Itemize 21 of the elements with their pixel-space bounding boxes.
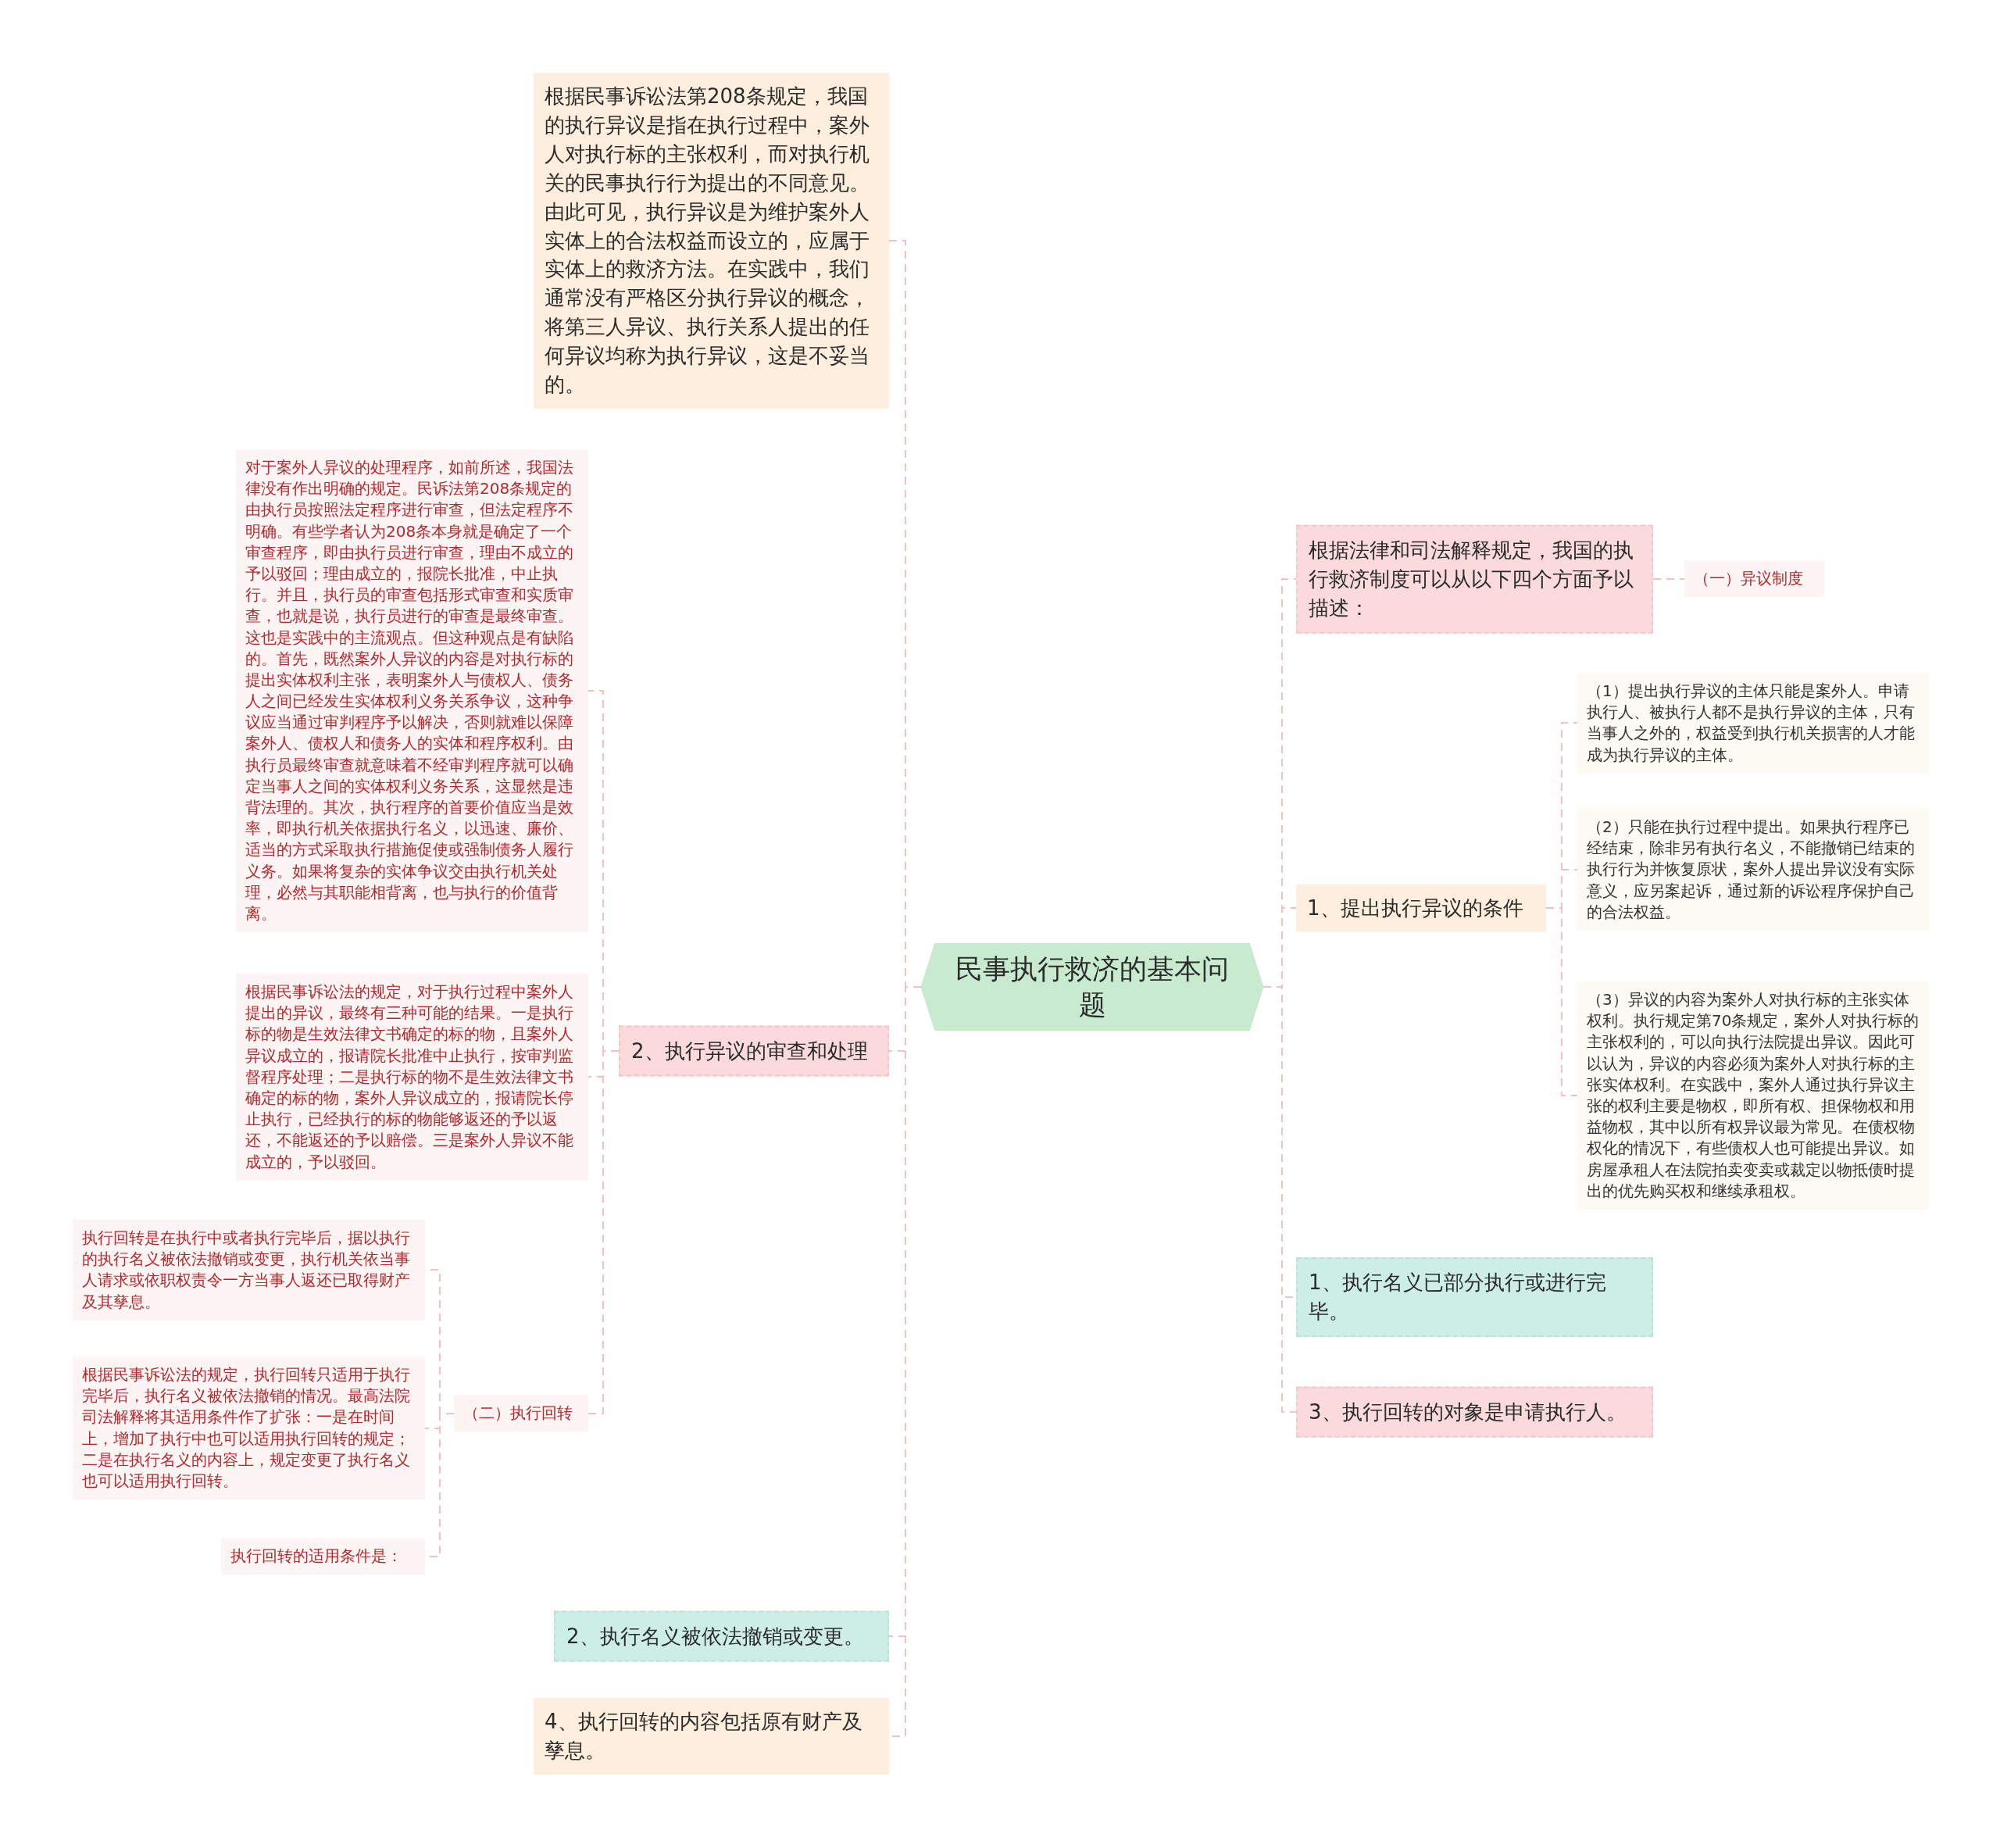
subtopic-box: （二）执行回转 [454, 1395, 588, 1432]
subtopic-box: （一）异议制度 [1684, 560, 1824, 598]
topic-box: 2、执行异议的审查和处理 [619, 1025, 889, 1077]
topic-box: 根据民事诉讼法第208条规定，我国的执行异议是指在执行过程中，案外人对执行标的主张权利，而对执行机关的民事执行行为提出的不同意见。由此可见，执行异议是为维护案外人实体上的合法权益而设立的，应属于实体上的救济方法。在实践中，我们通常没有严格区分执行异议的概念，将第三人异议、执行关系人提出的任何异议均称为执行异议，这是不妥当的。 [534, 73, 889, 409]
note-text: 根据民事诉讼法的规定，对于执行过程中案外人提出的异议，最终有三种可能的结果。一是执行标的物是生效法律文书确定的标的物，且案外人异议成立的，报请院长批准中止执行，按审判监督程序处理；二是执行标的物不是生效法律文书确定的标的物，案外人异议成立的，报请院长停止执行，已经执行的标的物能够返还的予以返还，不能返还的予以赔偿。三是案外人异议不能成立的，予以驳回。 [236, 973, 588, 1181]
central-topic: 民事执行救济的基本问题 [921, 943, 1263, 1031]
topic-box: 2、执行名义被依法撤销或变更。 [554, 1610, 889, 1662]
topic-box: 1、提出执行异议的条件 [1296, 884, 1546, 932]
note-text: 执行回转是在执行中或者执行完毕后，据以执行的执行名义被依法撤销或变更，执行机关依当事人请求或依职权责令一方当事人返还已取得财产及其孳息。 [73, 1219, 425, 1321]
topic-box: 1、执行名义已部分执行或进行完毕。 [1296, 1257, 1653, 1337]
note-text: 根据民事诉讼法的规定，执行回转只适用于执行完毕后，执行名义被依法撤销的情况。最高法院司法解释将其适用条件作了扩张：一是在时间上，增加了执行中也可以适用执行回转的规定；二是在执行名义的内容上，规定变更了执行名义也可以适用执行回转。 [73, 1357, 425, 1500]
note-text: （3）异议的内容为案外人对执行标的主张实体权利。执行规定第70条规定，案外人对执行标的主张权利的，可以向执行法院提出异议。因此可以认为，异议的内容必须为案外人对执行标的主张实体权利。在实践中，案外人通过执行异议主张的权利主要是物权，即所有权、担保物权和用益物权，其中以所有权异议最为常见。在债权物权化的情况下，有些债权人也可能提出异议。如房屋承租人在法院拍卖变卖或裁定以物抵债时提出的优先购买权和继续承租权。 [1577, 981, 1929, 1210]
note-text: 对于案外人异议的处理程序，如前所述，我国法律没有作出明确的规定。民诉法第208条规定的由执行员按照法定程序进行审查，但法定程序不明确。有些学者认为208条本身就是确定了一个审查程序，即由执行员进行审查，理由不成立的予以驳回；理由成立的，报院长批准，中止执行。并且，执行员的审查包括形式审查和实质审查，也就是说，执行员进行的审查是最终审查。这也是实践中的主流观点。但这种观点是有缺陷的。首先，既然案外人异议的内容是对执行标的提出实体权利主张，表明案外人与债权人、债务人之间已经发生实体权利义务关系争议，这种争议应当通过审判程序予以解决，否则就难以保障案外人、债权人和债务人的实体和程序权利。由执行员最终审查就意味着不经审判程序就可以确定当事人之间的实体权利义务关系，这显然是违背法理的。其次，执行程序的首要价值应当是效率，即执行机关依据执行名义，以迅速、廉价、适当的方式采取执行措施促使或强制债务人履行义务。如果将复杂的实体争议交由执行机关处理，必然与其职能相背离，也与执行的价值背离。 [236, 449, 588, 933]
topic-box: 4、执行回转的内容包括原有财产及孳息。 [534, 1698, 889, 1775]
note-text: （2）只能在执行过程中提出。如果执行程序已经结束，除非另有执行名义，不能撤销已结束的执行行为并恢复原状，案外人提出异议没有实际意义，应另案起诉，通过新的诉讼程序保护自己的合法权益。 [1577, 809, 1929, 931]
topic-box: 根据法律和司法解释规定，我国的执行救济制度可以从以下四个方面予以描述： [1296, 524, 1653, 634]
connector-line [1652, 578, 1685, 580]
topic-box: 3、执行回转的对象是申请执行人。 [1296, 1386, 1653, 1438]
note-text: （1）提出执行异议的主体只能是案外人。申请执行人、被执行人都不是执行异议的主体，只有当事人之外的，权益受到执行机关损害的人才能成为执行异议的主体。 [1577, 672, 1929, 774]
connector-line [1545, 907, 1578, 1096]
note-text: 执行回转的适用条件是： [221, 1538, 425, 1575]
